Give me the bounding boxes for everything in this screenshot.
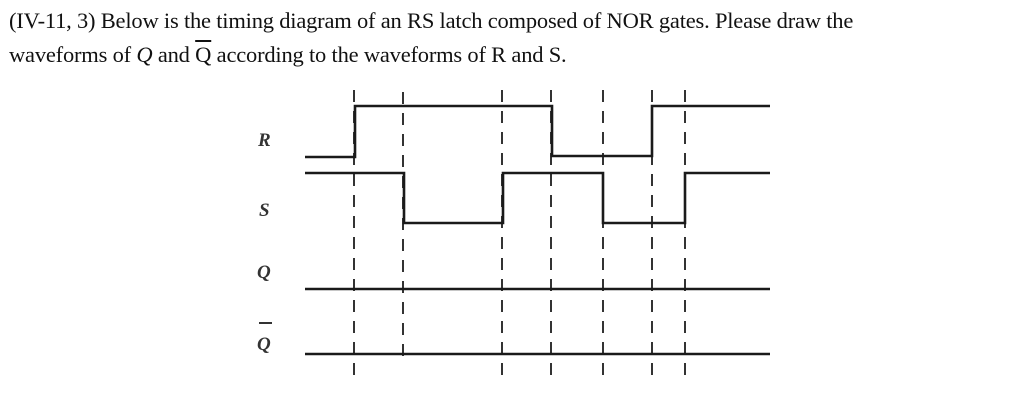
waveform-r [305,104,770,159]
text-fragment: according to the waveforms of R and S. [211,42,567,67]
question-text: (IV-11, 3) Below is the timing diagram o… [9,4,1019,72]
q-symbol: Q [136,42,153,67]
question-line-1: (IV-11, 3) Below is the timing diagram o… [9,8,854,33]
label-qbar: Q [257,334,271,355]
text-fragment: and [152,42,196,67]
label-s: S [259,200,270,221]
time-markers [353,90,686,380]
waveform-s [305,171,770,225]
text-fragment: waveforms of [9,42,137,67]
question-line-2: waveforms of Q and Q according to the wa… [9,38,1019,72]
qbar-symbol: Q [195,42,212,67]
label-q: Q [257,262,271,283]
label-r: R [257,130,271,151]
